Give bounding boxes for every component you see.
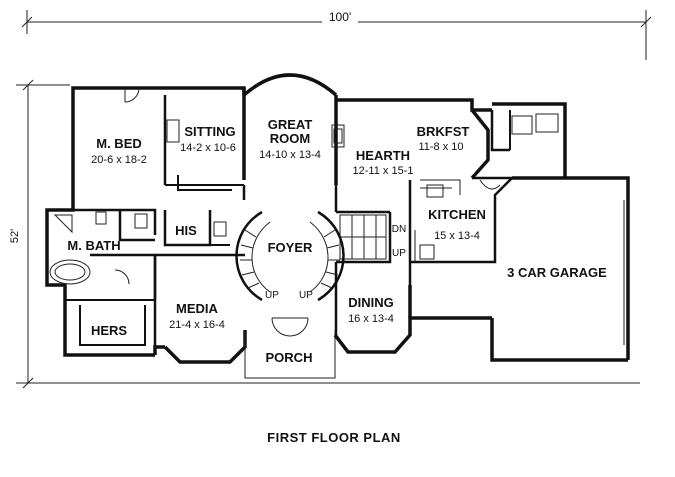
room-master-bath-name: M. BATH <box>67 238 120 253</box>
room-master-bed-name: M. BED <box>96 136 142 151</box>
room-brkfst-name: BRKFST <box>417 124 470 139</box>
room-porch-name: PORCH <box>266 350 313 365</box>
foyer-stairs <box>235 210 345 337</box>
room-dining-name: DINING <box>348 295 394 310</box>
room-great-room-size: 14-10 x 13-4 <box>259 149 321 161</box>
room-hearth-name: HEARTH <box>356 148 410 163</box>
exterior-walls <box>45 73 630 379</box>
room-sitting-size: 14-2 x 10-6 <box>180 142 236 154</box>
bath-fixtures <box>49 87 227 285</box>
room-foyer-name: FOYER <box>268 240 313 255</box>
plan-caption: FIRST FLOOR PLAN <box>267 430 401 445</box>
room-great-room-name-2: ROOM <box>270 131 310 146</box>
room-sitting-name: SITTING <box>184 124 235 139</box>
room-media-name: MEDIA <box>176 301 219 316</box>
room-kitchen-name: KITCHEN <box>428 207 486 222</box>
room-hearth-size: 12-11 x 15-1 <box>353 165 414 177</box>
stair-dn: DN <box>392 224 406 235</box>
stair-up-right: UP <box>299 290 313 301</box>
stair-up-kitchen: UP <box>392 248 406 259</box>
interior-walls <box>65 95 559 347</box>
room-great-room-name-1: GREAT <box>268 117 313 132</box>
room-hers-name: HERS <box>91 323 127 338</box>
dimension-depth: 52' <box>7 79 640 389</box>
room-labels: M. BED 20-6 x 18-2 SITTING 14-2 x 10-6 G… <box>67 117 607 365</box>
width-dimension-label: 100' <box>329 10 351 24</box>
room-kitchen-size: 15 x 13-4 <box>434 230 480 242</box>
stair-up-left: UP <box>265 290 279 301</box>
depth-dimension-label: 52' <box>9 229 21 243</box>
dimension-width: 100' <box>21 8 652 60</box>
room-garage-name: 3 CAR GARAGE <box>507 265 607 280</box>
room-dining-size: 16 x 13-4 <box>348 313 394 325</box>
room-brkfst-size: 11-8 x 10 <box>418 141 463 153</box>
hearth-stair <box>339 214 387 260</box>
room-media-size: 21-4 x 16-4 <box>169 319 225 331</box>
room-his-name: HIS <box>175 223 197 238</box>
stair-labels: UP UP DN UP <box>265 224 406 301</box>
room-master-bed-size: 20-6 x 18-2 <box>91 154 147 166</box>
